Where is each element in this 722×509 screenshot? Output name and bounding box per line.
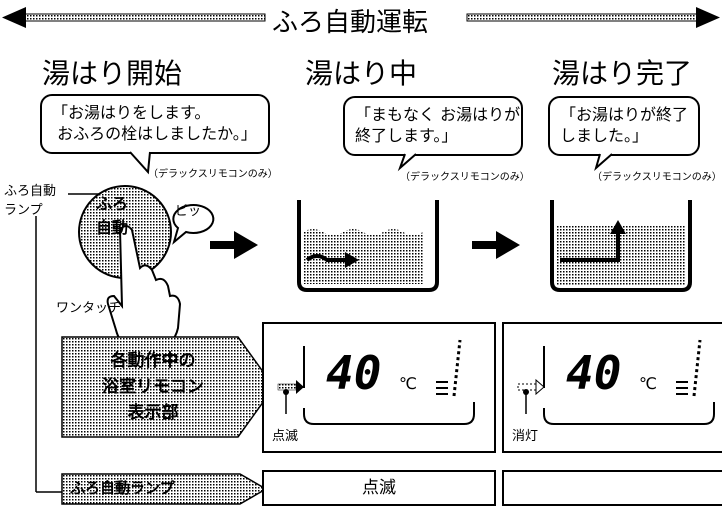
display-temperature-complete: 40 — [566, 346, 622, 400]
remote-button-illustration — [35, 185, 215, 493]
stage-arrows — [210, 231, 520, 259]
display-unit-filling: ℃ — [399, 374, 417, 393]
beep-label: ピッ — [175, 204, 202, 219]
header-title: ふろ自動運転 — [272, 8, 429, 38]
display-row-label: 各動作中の 浴室リモコン 表示部 — [102, 351, 204, 423]
display-unit-complete: ℃ — [639, 374, 657, 393]
display-temperature-filling: 40 — [326, 346, 382, 400]
remote-button-label: ふろ 自動 — [96, 194, 129, 237]
note-filling: （デラックスリモコンのみ） — [400, 172, 530, 183]
display-label-arrow — [61, 336, 275, 438]
display-panel-filling: 40 ℃ 点滅 — [262, 322, 496, 453]
stage-title-start: 湯はり開始 — [42, 57, 183, 90]
display-status-complete: 消灯 — [512, 429, 539, 444]
bathtub-complete — [550, 200, 692, 292]
bubble-tails — [129, 151, 613, 175]
lamp-row-label: ふろ自動ランプ — [70, 479, 175, 497]
lamp-status-complete — [502, 470, 722, 506]
lamp-label-arrow — [61, 473, 268, 505]
speech-bubble-filling: 「まもなく お湯はりが 終了します。」 — [343, 96, 523, 156]
stage-title-complete: 湯はり完了 — [552, 57, 693, 90]
note-complete: （デラックスリモコンのみ） — [592, 172, 722, 183]
display-panel-complete: 40 ℃ 消灯 — [502, 322, 722, 453]
note-start: （デラックスリモコンのみ） — [148, 169, 278, 180]
display-status-filling: 点滅 — [272, 429, 299, 444]
bathtub-filling — [297, 200, 439, 292]
header-arrow — [2, 7, 720, 28]
stage-title-filling: 湯はり中 — [305, 57, 418, 90]
lamp-callout-label: ふろ自動 ランプ — [4, 184, 57, 218]
lamp-status-filling: 点滅 — [262, 470, 496, 506]
speech-bubble-complete: 「お湯はりが終了 しました。」 — [548, 96, 700, 156]
one-touch-label: ワンタッチ — [56, 301, 122, 316]
speech-bubble-start: 「お湯はりをします。 おふろの栓はしましたか。」 — [40, 94, 270, 154]
